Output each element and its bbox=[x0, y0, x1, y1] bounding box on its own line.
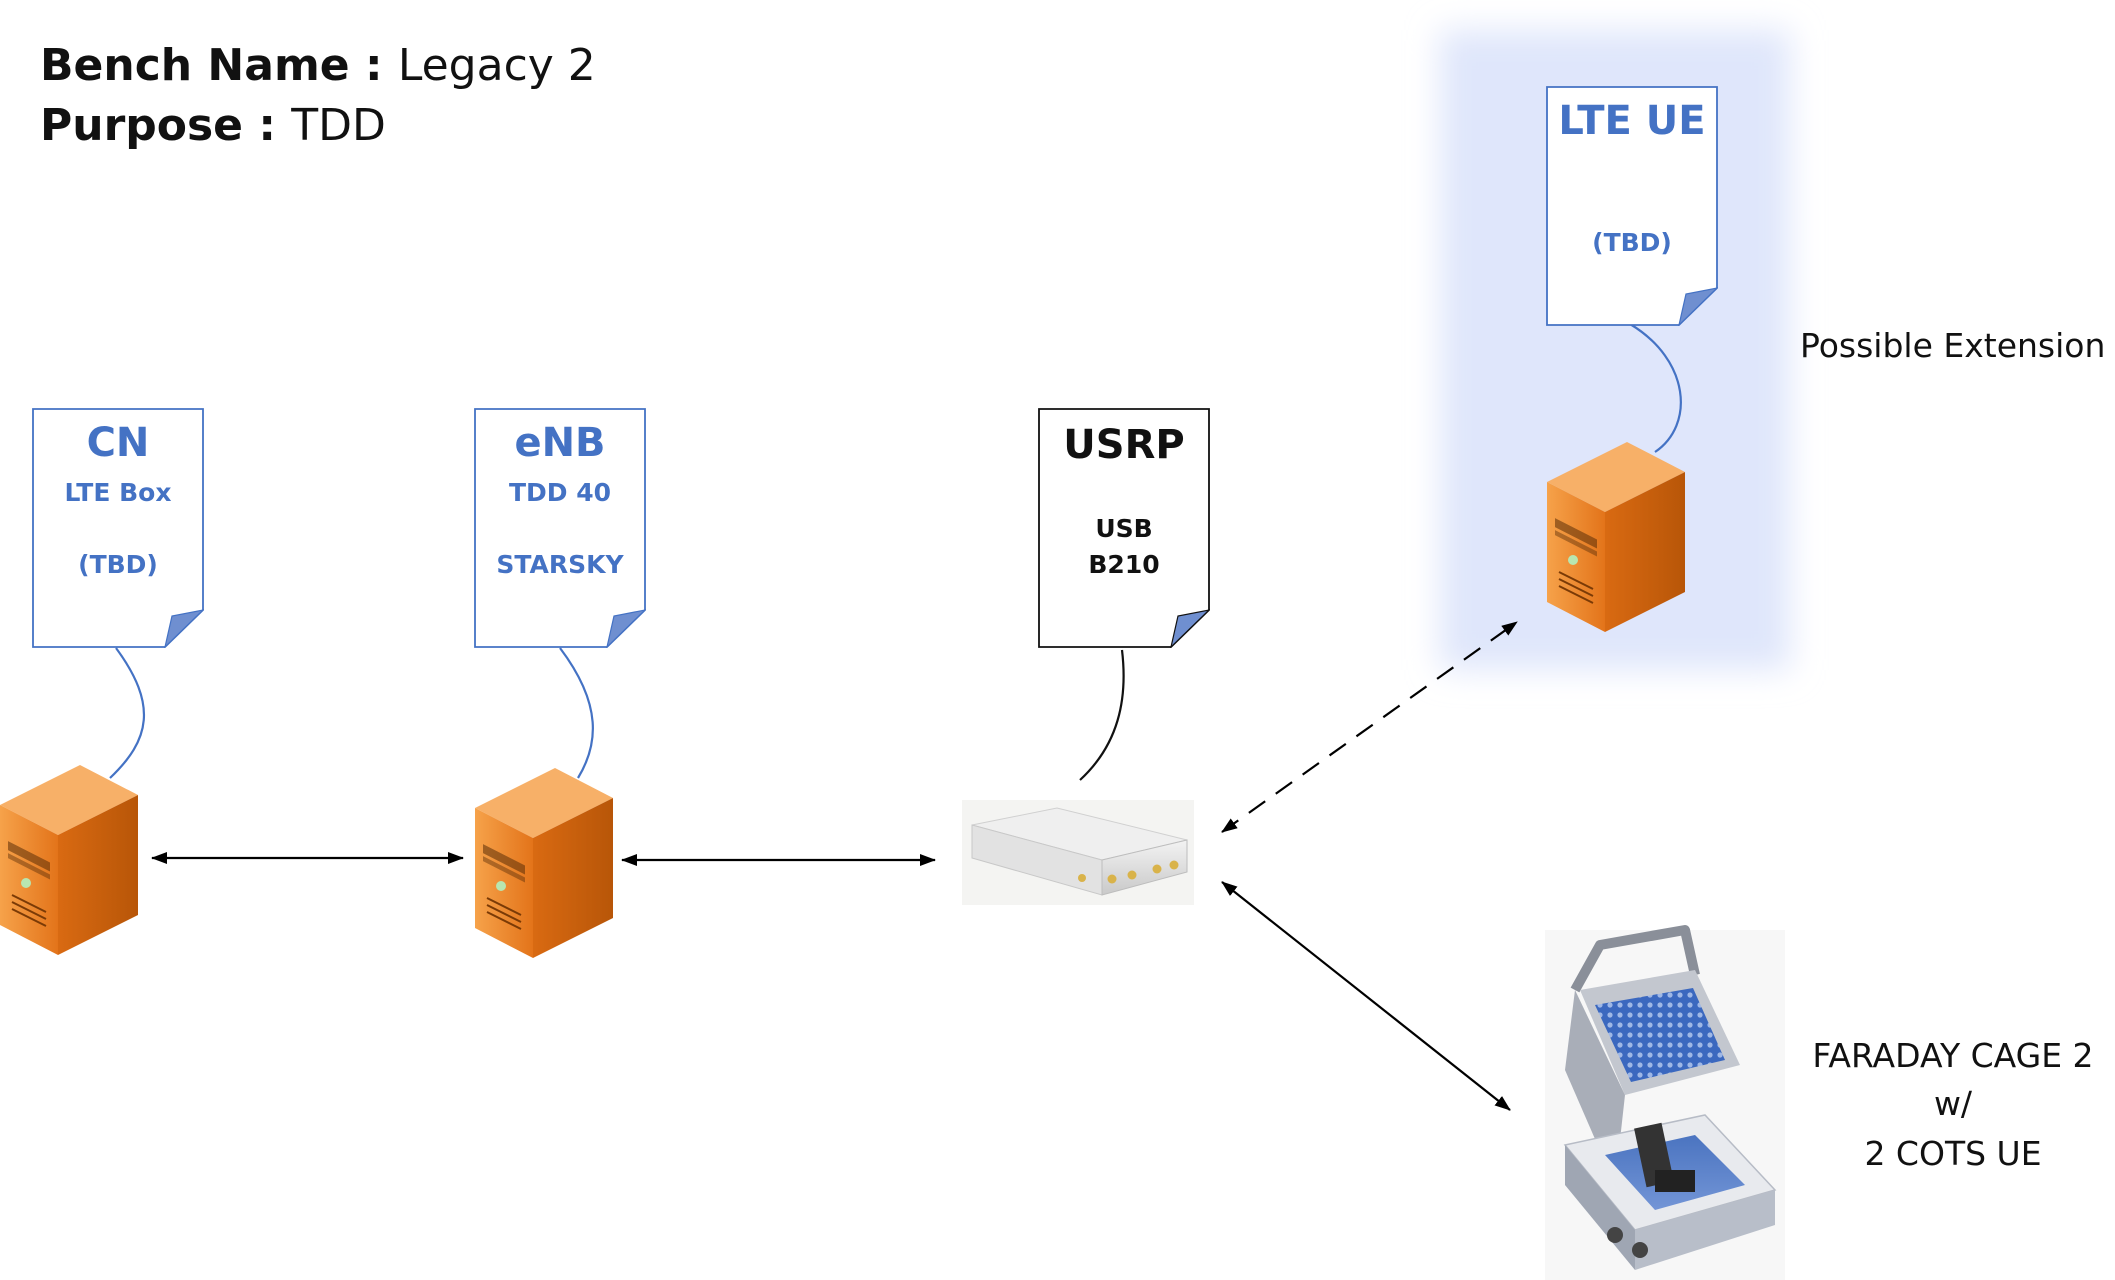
enb-note: eNB TDD 40 STARSKY bbox=[474, 408, 646, 648]
enb-line2: STARSKY bbox=[496, 550, 624, 579]
enb-title: eNB bbox=[514, 420, 606, 466]
bench-name-separator: : bbox=[349, 40, 398, 91]
faraday-cage-line1: FARADAY CAGE 2 bbox=[1812, 1036, 2094, 1075]
faraday-cage-line3: 2 COTS UE bbox=[1864, 1134, 2042, 1173]
cn-note: CN LTE Box (TBD) bbox=[32, 408, 204, 648]
purpose-separator: : bbox=[243, 100, 292, 151]
bench-name-line: Bench Name : Legacy 2 bbox=[40, 40, 596, 91]
cn-line2: (TBD) bbox=[78, 550, 158, 579]
enb-line1: TDD 40 bbox=[508, 478, 612, 507]
possible-extension-label: Possible Extension bbox=[1800, 326, 2106, 365]
enb-connector bbox=[559, 647, 594, 779]
lte-ue-server-icon bbox=[1547, 442, 1685, 632]
cn-line1: LTE Box bbox=[64, 478, 172, 507]
bench-name-key: Bench Name bbox=[40, 40, 350, 91]
lte-ue-note: LTE UE (TBD) bbox=[1546, 86, 1718, 326]
cn-title: CN bbox=[86, 420, 150, 466]
bench-name-value: Legacy 2 bbox=[397, 40, 596, 91]
cn-connector bbox=[109, 647, 146, 779]
lte-ue-connector bbox=[1629, 323, 1682, 453]
purpose-value: TDD bbox=[291, 100, 386, 151]
enb-server-icon bbox=[475, 768, 613, 958]
faraday-cage-icon bbox=[1545, 925, 1785, 1280]
cn-server-icon bbox=[0, 765, 138, 955]
usrp-line2: B210 bbox=[1088, 550, 1160, 579]
lte-ue-line1: (TBD) bbox=[1592, 228, 1672, 257]
usrp-lte-ue-link bbox=[1221, 621, 1518, 833]
usrp-connector bbox=[1079, 649, 1125, 781]
usrp-line1: USB bbox=[1095, 514, 1153, 543]
purpose-key: Purpose bbox=[40, 100, 244, 151]
lte-ue-title: LTE UE bbox=[1558, 98, 1706, 144]
usrp-faraday-link bbox=[1221, 881, 1511, 1111]
purpose-line: Purpose : TDD bbox=[40, 100, 386, 151]
usrp-device-icon bbox=[962, 800, 1194, 905]
faraday-cage-line2: w/ bbox=[1933, 1084, 1973, 1123]
usrp-note: USRP USB B210 bbox=[1038, 408, 1210, 648]
usrp-title: USRP bbox=[1063, 422, 1185, 468]
